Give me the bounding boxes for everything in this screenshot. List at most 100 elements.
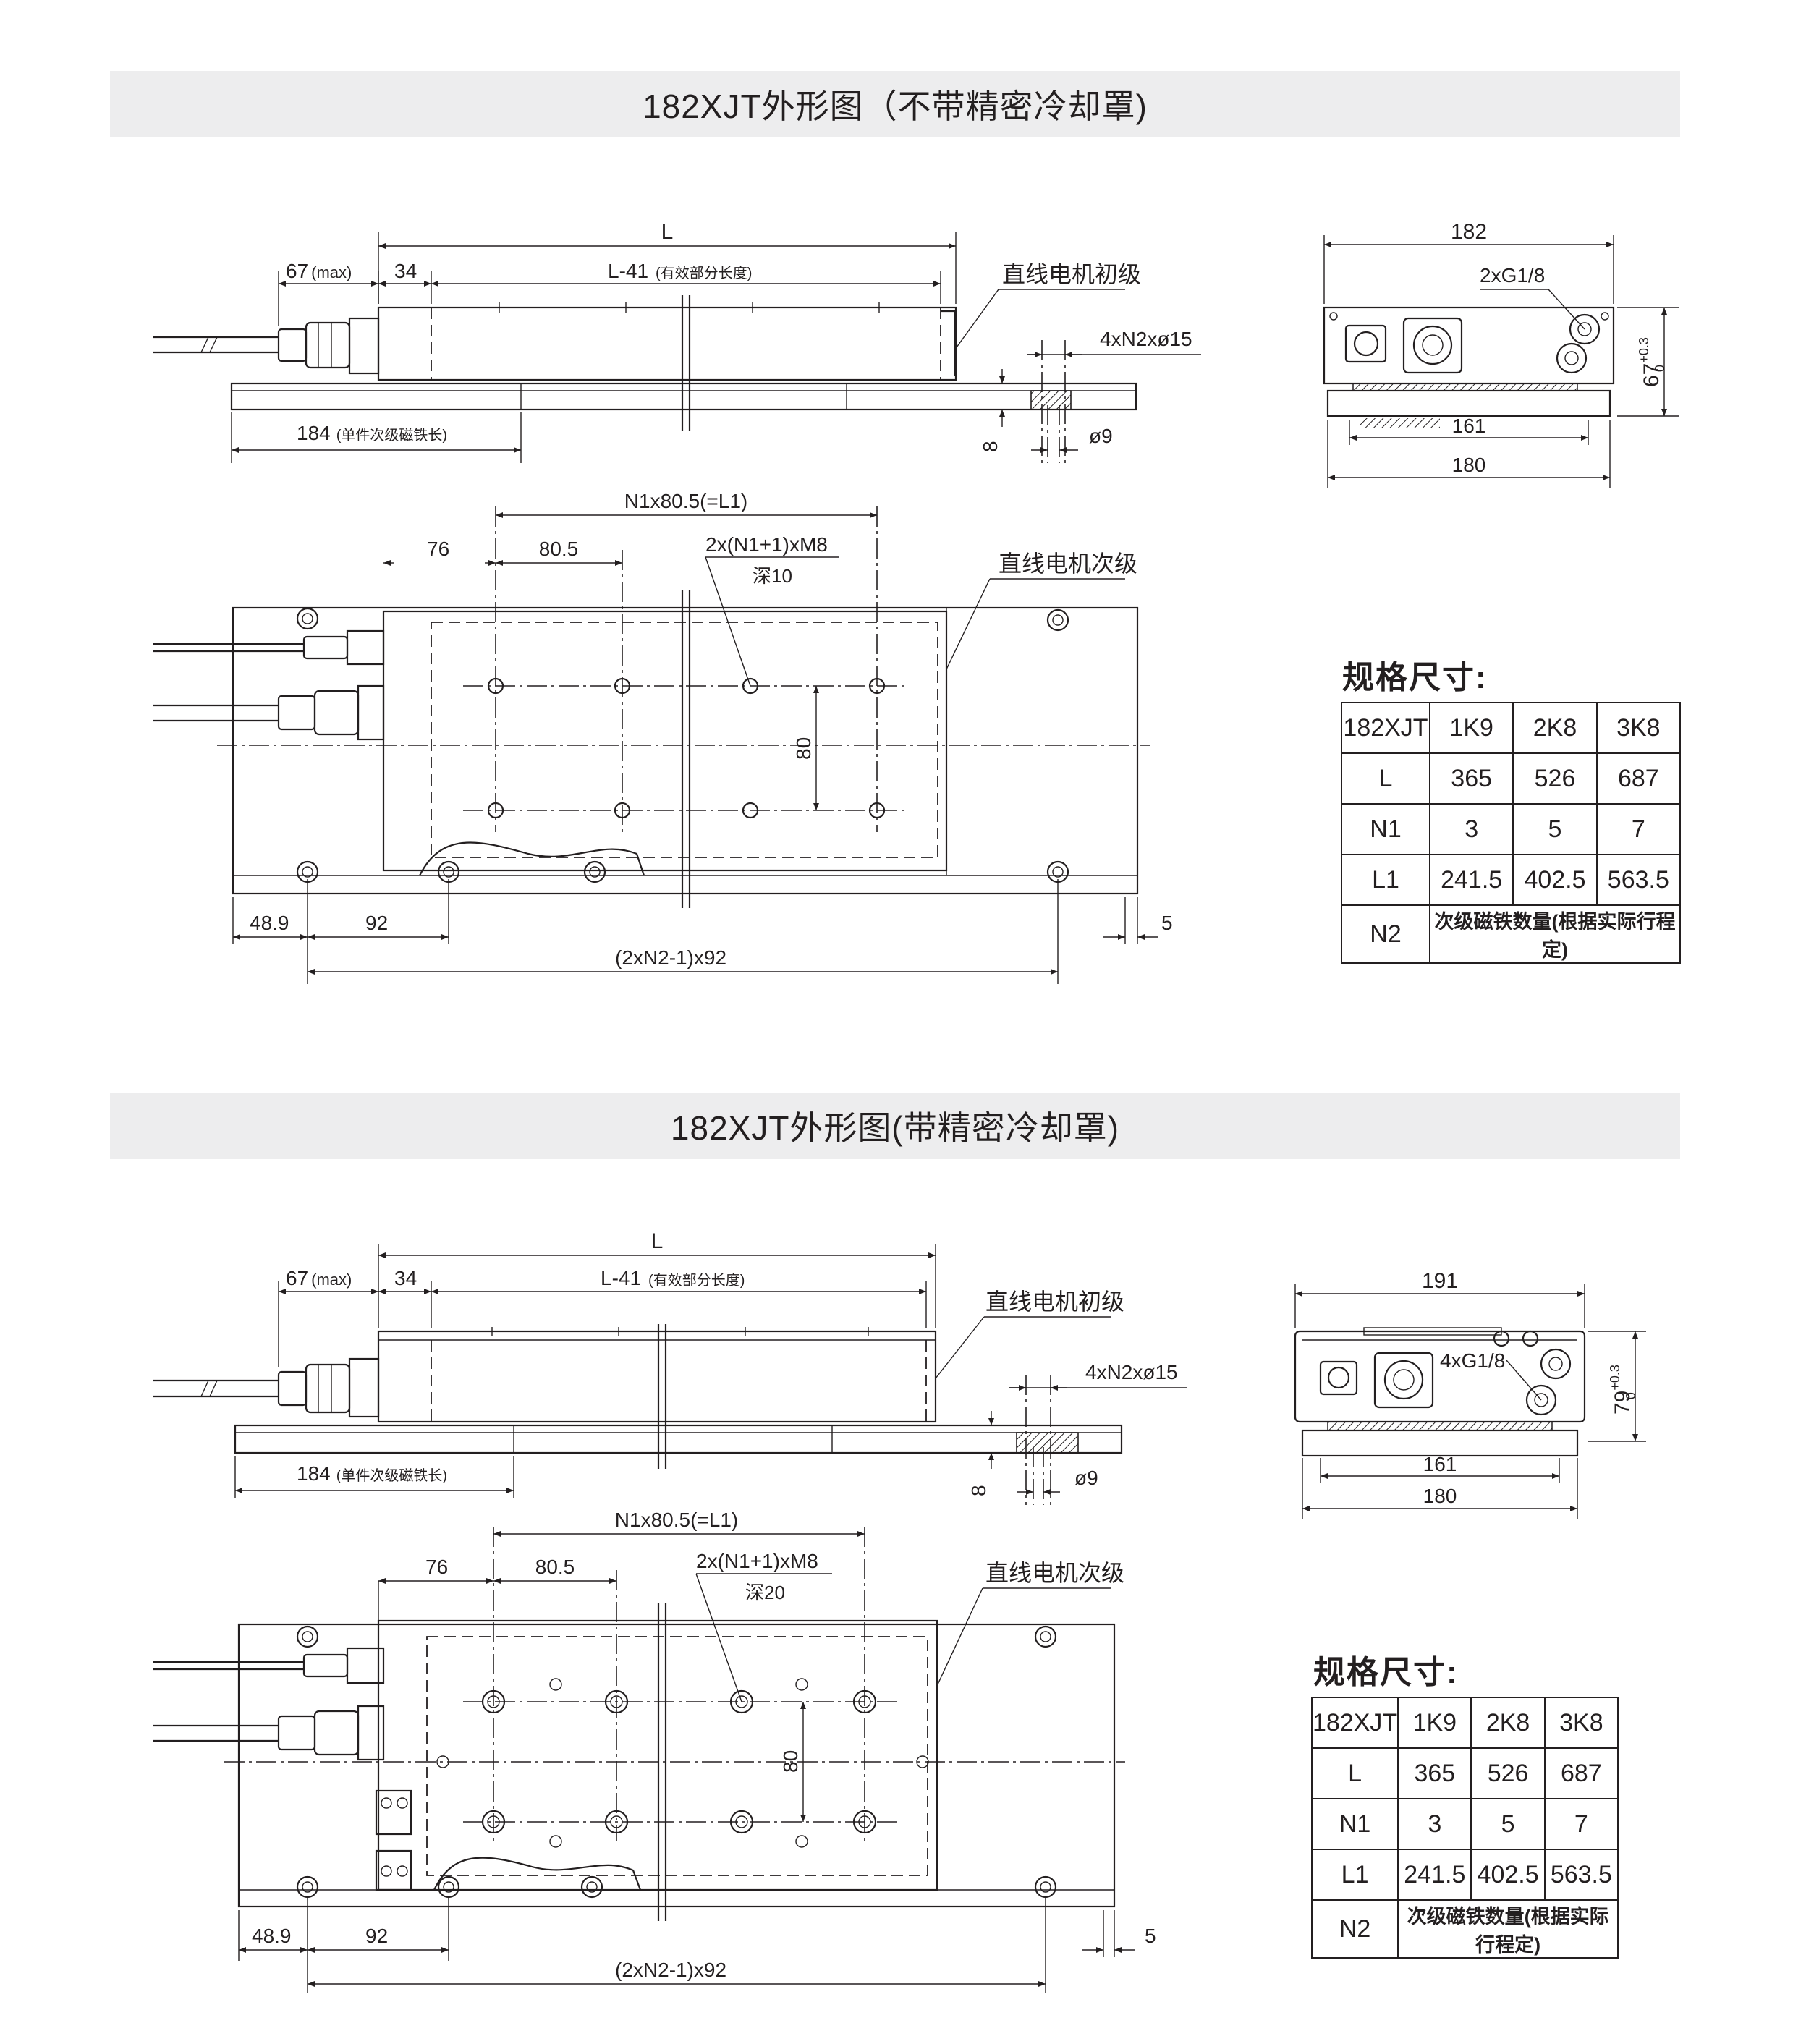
dim-m8-top: 2x(N1+1)xM8 [705,533,828,556]
dim-180-bottom: 180 [1423,1485,1457,1507]
plate-mount-holes-top [296,607,1069,883]
spec-cell: L1 [1341,854,1430,906]
spec-cell: N1 [1310,1798,1399,1850]
spec-cell: 5 [1512,803,1598,855]
spec-cell: 687 [1595,752,1682,805]
dim-67-end: 67+0.30 [1637,337,1667,387]
dim-depth-bottom: 深20 [745,1582,785,1603]
spec-cell: 241.5 [1428,854,1514,906]
spec-row-N2: N2 次级磁铁数量(根据实际行程定) [1310,1899,1619,1959]
dim-g18-bottom: 4xG1/8 [1440,1349,1505,1372]
spec-cell: L [1341,752,1430,805]
dim-161-top: 161 [1452,415,1486,437]
spec-cell: N2 [1341,904,1430,964]
dim-n2-top: (2xN2-1)x92 [615,946,726,969]
spec-cell: 3 [1397,1798,1472,1850]
dim-80-bottom: 80 [779,1750,802,1773]
dim-8-top: 8 [979,441,1001,452]
spec-header-3k8: 3K8 [1595,702,1682,754]
m8-holes-top [487,677,886,819]
dim-L-bottom: L [651,1229,664,1253]
spec-table-top: 182XJT 1K9 2K8 3K8 L 365 526 687 N1 3 5 … [1341,702,1682,964]
spec-cell: 5 [1470,1798,1546,1850]
dim-n1-bottom: N1x80.5(=L1) [615,1509,738,1531]
spec-header-row: 182XJT 1K9 2K8 3K8 [1341,702,1682,754]
dim-67-bottom: 67(max) [286,1267,352,1289]
spec-header-3k8: 3K8 [1543,1697,1619,1749]
small-holes-bottom [436,1678,929,1848]
dim-92-bottom: 92 [365,1925,388,1947]
spec-cell: 7 [1543,1798,1619,1850]
spec-cell: 563.5 [1595,854,1682,906]
dim-184-top: 184(单件次级磁铁长) [297,422,447,444]
spec-cell: 563.5 [1543,1849,1619,1901]
dim-161-bottom: 161 [1423,1453,1457,1475]
spec-cell: 7 [1595,803,1682,855]
dim-5-top: 5 [1161,912,1173,934]
section-title-top-text: 182XJT外形图（不带精密冷却罩) [643,88,1148,125]
spec-title-bottom: 规格尺寸: [1313,1655,1459,1690]
dim-34-bottom: 34 [394,1267,417,1289]
spec-table-bottom: 182XJT 1K9 2K8 3K8 L 365 526 687 N1 3 5 … [1310,1697,1619,1959]
spec-cell: 365 [1397,1747,1472,1799]
spec-cell: N1 [1341,803,1430,855]
dim-phi9-bottom: ø9 [1074,1467,1098,1489]
spec-row-L1: L1 241.5 402.5 563.5 [1341,854,1682,906]
dim-79-end: 79+0.30 [1608,1365,1638,1415]
dim-489-top: 48.9 [250,912,289,934]
dim-67: 67(max) [286,260,352,282]
spec-cell: 3 [1428,803,1514,855]
bottom-secondary-plan-view: N1x80.5(=L1) 76 80.5 2x(N1+1)xM8 深20 80 … [153,1509,1156,1993]
dim-489-bottom: 48.9 [252,1925,292,1947]
top-primary-side-view: L 67(max) 34 L-41(有效部分长度) 直线电机初级 4xN2xø1… [153,220,1201,463]
dim-5-bottom: 5 [1145,1925,1156,1947]
spec-cell: 526 [1470,1747,1546,1799]
dim-m8-bottom: 2x(N1+1)xM8 [696,1550,818,1572]
dim-8-bottom: 8 [967,1485,990,1496]
dim-92-top: 92 [365,912,388,934]
dim-L41-bottom: L-41(有效部分长度) [601,1267,745,1289]
spec-n2-note: 次级磁铁数量(根据实际行程定) [1397,1899,1619,1959]
spec-n2-note: 次级磁铁数量(根据实际行程定) [1429,904,1681,964]
spec-row-N1: N1 3 5 7 [1310,1798,1619,1850]
dim-34: 34 [394,260,417,282]
dim-holes-bottom: 4xN2xø15 [1085,1361,1178,1383]
spec-header-model: 182XJT [1341,702,1430,754]
label-secondary-top: 直线电机次级 [999,551,1137,577]
dim-depth-top: 深10 [753,565,792,587]
spec-header-row: 182XJT 1K9 2K8 3K8 [1310,1697,1619,1749]
dim-holes-top: 4xN2xø15 [1100,328,1192,350]
section-title-top: 182XJT外形图（不带精密冷却罩) [110,71,1680,137]
spec-cell: L1 [1310,1849,1399,1901]
spec-row-L1: L1 241.5 402.5 563.5 [1310,1849,1619,1901]
top-secondary-plan-view: N1x80.5(=L1) 80.5 76 2x(N1+1)xM8 深10 80 … [153,490,1173,984]
spec-row-L: L 365 526 687 [1310,1747,1619,1799]
spec-cell: N2 [1310,1899,1399,1959]
spec-cell: 526 [1512,752,1598,805]
dim-L41: L-41(有效部分长度) [608,260,752,282]
spec-header-model: 182XJT [1310,1697,1399,1749]
dim-n2-bottom: (2xN2-1)x92 [615,1959,726,1981]
spec-row-L: L 365 526 687 [1341,752,1682,805]
spec-header-1k9: 1K9 [1428,702,1514,754]
spec-header-1k9: 1K9 [1397,1697,1472,1749]
section-title-bottom-text: 182XJT外形图(带精密冷却罩) [670,1109,1120,1147]
spec-cell: 687 [1543,1747,1619,1799]
dim-191: 191 [1422,1269,1458,1293]
bottom-end-view: 191 4xG1/8 79+0.30 161 180 [1294,1269,1646,1519]
bottom-primary-side-view: L 67(max) 34 L-41(有效部分长度) 直线电机初级 4xN2xø1… [153,1229,1187,1505]
spec-cell: L [1310,1747,1399,1799]
dim-184-bottom: 184(单件次级磁铁长) [297,1462,447,1485]
spec-row-N1: N1 3 5 7 [1341,803,1682,855]
spec-title-top: 规格尺寸: [1342,660,1488,695]
spec-header-2k8: 2K8 [1512,702,1598,754]
spec-cell: 402.5 [1512,854,1598,906]
dim-phi9-top: ø9 [1089,425,1113,447]
dim-g18-top: 2xG1/8 [1480,264,1545,287]
spec-cell: 402.5 [1470,1849,1546,1901]
dim-80-top: 80 [792,737,815,760]
dim-76-top: 76 [427,538,449,560]
top-end-view: 182 2xG1/8 67+0.30 161 180 [1323,220,1679,488]
label-primary-top: 直线电机初级 [1002,261,1141,287]
